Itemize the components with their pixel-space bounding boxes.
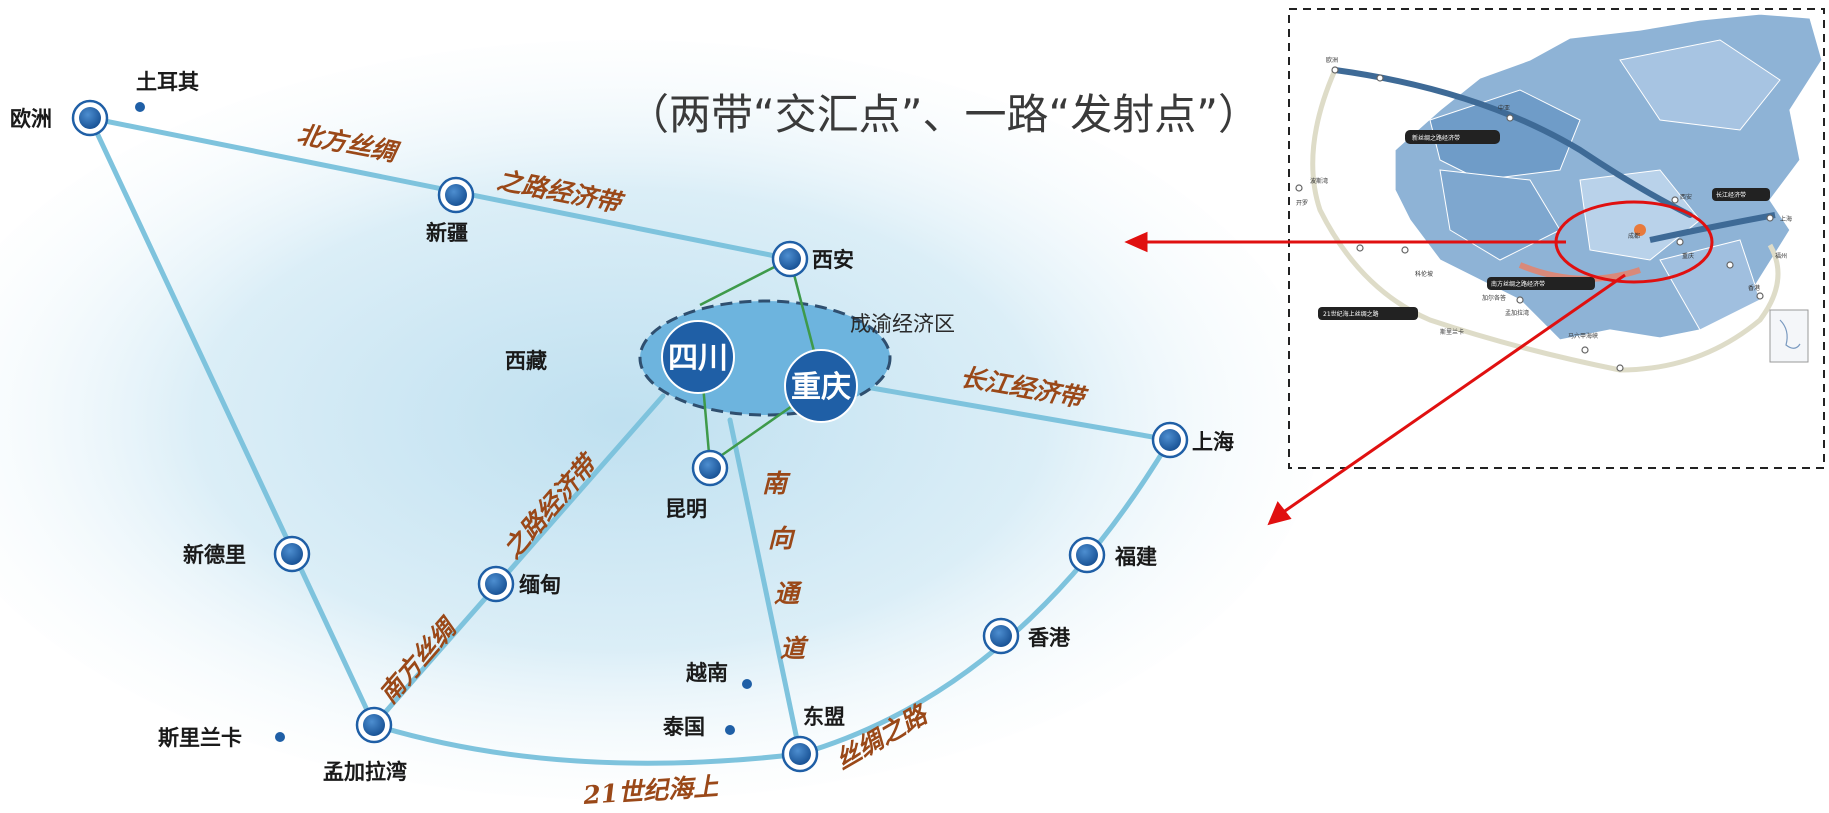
label-tibet: 西藏 bbox=[505, 349, 547, 373]
sichuan-circle bbox=[661, 320, 735, 394]
label-myanmar: 缅甸 bbox=[519, 573, 561, 597]
svg-text:21世纪海上丝绸之路: 21世纪海上丝绸之路 bbox=[1323, 310, 1379, 318]
svg-text:南: 南 bbox=[762, 469, 791, 498]
page-title: （两带“交汇点”、一路“发射点”） bbox=[627, 90, 1260, 139]
inset-chengdu-dot bbox=[1634, 224, 1646, 236]
sichuan-label: 四川 bbox=[668, 341, 728, 376]
svg-text:新丝绸之路经济带: 新丝绸之路经济带 bbox=[1412, 134, 1460, 142]
node-new-delhi bbox=[273, 535, 311, 573]
label-xinjiang: 新疆 bbox=[426, 221, 468, 245]
svg-text:孟加拉湾: 孟加拉湾 bbox=[1505, 309, 1529, 317]
europe-bengal-line bbox=[87, 115, 377, 728]
svg-text:西安: 西安 bbox=[1680, 193, 1692, 201]
label-fujian: 福建 bbox=[1114, 545, 1157, 569]
inset-new-silk-route bbox=[1332, 67, 1693, 218]
route-south-channel: 南 向 通 道 bbox=[762, 469, 809, 663]
node-hongkong bbox=[982, 617, 1020, 655]
svg-text:马六甲海峡: 马六甲海峡 bbox=[1568, 332, 1598, 340]
arrow-line-bottom bbox=[1281, 273, 1626, 515]
svg-text:向: 向 bbox=[768, 524, 796, 553]
label-asean: 东盟 bbox=[803, 705, 845, 729]
svg-text:南方丝绸之路经济带: 南方丝绸之路经济带 bbox=[1491, 280, 1545, 288]
svg-text:道: 道 bbox=[780, 634, 809, 663]
node-myanmar bbox=[477, 565, 515, 603]
svg-text:福州: 福州 bbox=[1775, 252, 1787, 260]
dot-turkey bbox=[135, 102, 145, 112]
pointer-arrows bbox=[1124, 231, 1626, 526]
node-shanghai bbox=[1151, 421, 1189, 459]
label-sri-lanka: 斯里兰卡 bbox=[158, 726, 242, 750]
label-bay-of-bengal: 孟加拉湾 bbox=[323, 760, 407, 784]
inset-map: 欧洲 中亚 新丝绸之路经济带 波斯湾 开罗 西安 长江经济带 成都 重庆 上海 … bbox=[1288, 8, 1825, 469]
label-chengyu-zone: 成渝经济区 bbox=[850, 312, 955, 336]
label-new-delhi: 新德里 bbox=[183, 543, 246, 567]
label-thailand: 泰国 bbox=[662, 715, 705, 739]
svg-text:中亚: 中亚 bbox=[1498, 104, 1510, 112]
svg-text:成都: 成都 bbox=[1628, 232, 1640, 240]
svg-text:上海: 上海 bbox=[1780, 215, 1792, 223]
svg-text:加尔各答: 加尔各答 bbox=[1482, 294, 1506, 302]
dot-thailand bbox=[725, 725, 735, 735]
node-bay-of-bengal bbox=[355, 706, 393, 744]
svg-text:欧洲: 欧洲 bbox=[1326, 56, 1338, 64]
node-kunming bbox=[691, 449, 729, 487]
inset-maritime-route bbox=[1310, 68, 1781, 373]
label-kunming: 昆明 bbox=[665, 497, 707, 521]
yangtze-belt-line bbox=[863, 384, 1173, 443]
label-hongkong: 香港 bbox=[1028, 626, 1071, 650]
svg-text:科伦坡: 科伦坡 bbox=[1415, 270, 1433, 278]
node-asean bbox=[781, 735, 819, 773]
svg-text:香港: 香港 bbox=[1748, 284, 1760, 292]
label-europe: 欧洲 bbox=[10, 107, 52, 131]
city-nodes bbox=[71, 99, 1189, 773]
svg-text:波斯湾: 波斯湾 bbox=[1310, 177, 1328, 185]
label-vietnam: 越南 bbox=[685, 661, 728, 685]
label-xian: 西安 bbox=[812, 248, 854, 272]
label-turkey: 土耳其 bbox=[136, 70, 199, 94]
south-channel-line bbox=[727, 417, 803, 757]
inset-yangtze-route bbox=[1649, 212, 1776, 243]
svg-text:长江经济带: 长江经济带 bbox=[1716, 191, 1746, 199]
background-glow bbox=[0, 40, 1320, 800]
label-shanghai: 上海 bbox=[1192, 430, 1234, 454]
arrowhead-top bbox=[1124, 231, 1148, 253]
svg-text:通: 通 bbox=[774, 579, 803, 608]
svg-text:斯里兰卡: 斯里兰卡 bbox=[1440, 328, 1464, 336]
arrowhead-bottom bbox=[1267, 501, 1292, 526]
southern-silk-road-line bbox=[371, 393, 666, 728]
node-europe bbox=[71, 99, 109, 137]
dot-sri-lanka bbox=[275, 732, 285, 742]
chongqing-label: 重庆 bbox=[791, 370, 851, 405]
chongqing-circle bbox=[784, 349, 858, 423]
node-xinjiang bbox=[437, 176, 475, 214]
svg-text:重庆: 重庆 bbox=[1682, 252, 1694, 260]
svg-text:开罗: 开罗 bbox=[1296, 200, 1308, 207]
dot-vietnam bbox=[742, 679, 752, 689]
node-fujian bbox=[1068, 536, 1106, 574]
node-xian bbox=[771, 240, 809, 278]
